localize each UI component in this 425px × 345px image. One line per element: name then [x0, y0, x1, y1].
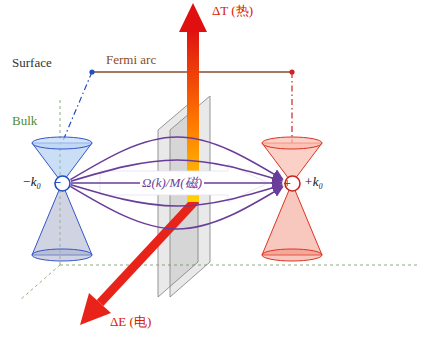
slab-plane — [158, 96, 210, 297]
weyl-node: + — [284, 175, 301, 192]
flux-line — [70, 137, 282, 180]
electric-arrow — [80, 200, 196, 325]
bulk-box-outline — [20, 100, 420, 300]
flux-line — [70, 186, 282, 229]
bulk-box: Bulk−+ — [20, 100, 420, 300]
weyl-cone — [32, 137, 92, 261]
node-momentum: +k₀ — [304, 174, 323, 190]
weyl-cone — [262, 137, 322, 261]
bulk-box-text: Bulk — [12, 113, 37, 129]
surface-plane: Surface — [20, 38, 423, 100]
surface-plane-text: Surface — [12, 55, 52, 71]
heat-label: ΔT (热) — [212, 3, 253, 19]
electric-label: ΔE (电) — [110, 314, 151, 330]
surface-plane-outline — [20, 38, 423, 100]
hidden-edges — [20, 100, 420, 300]
node-momentum: −k₀ — [22, 174, 41, 190]
weyl-node: − — [54, 175, 71, 192]
weyl-node-text: + — [284, 175, 291, 191]
fermi-arc — [62, 69, 295, 143]
weyl-node-text: − — [54, 175, 61, 191]
edge-label: Ω(k)/M(磁) — [140, 175, 204, 191]
fermi-arc-label: Fermi arc — [106, 52, 156, 68]
